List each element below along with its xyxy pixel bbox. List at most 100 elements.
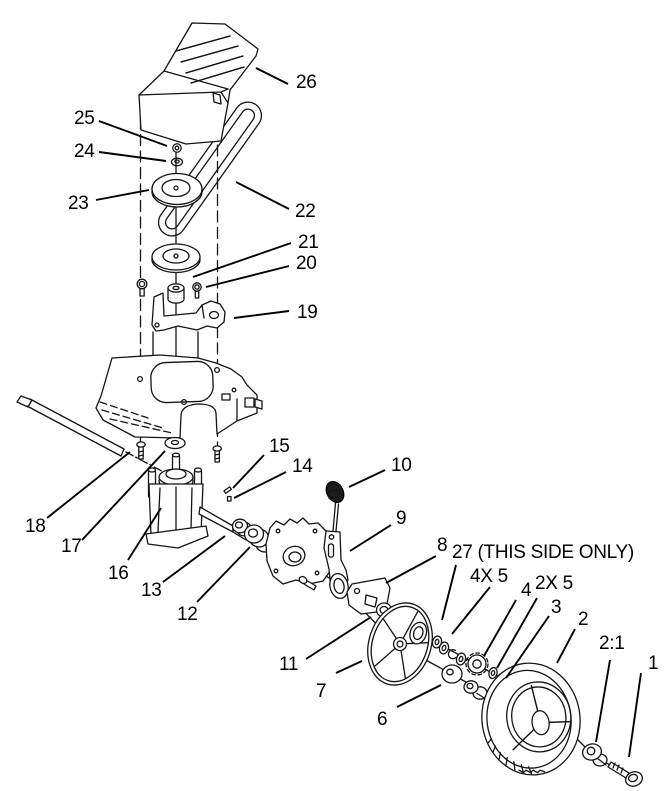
callout-18: 18 (25, 451, 131, 537)
leader-line-16 (127, 507, 162, 561)
callout-label-27-this-side-only: 27 (THIS SIDE ONLY) (452, 542, 634, 563)
callout-label-11: 11 (279, 654, 298, 675)
leader-line-2x-5 (496, 597, 538, 669)
washer-24 (170, 157, 184, 167)
shoulder-bolt (607, 761, 643, 787)
upper-pulley (151, 172, 203, 208)
callout-4x-5: 4X 5 (451, 566, 508, 635)
idler-bracket (151, 292, 226, 332)
bolt-20 (192, 282, 202, 299)
locknut (172, 143, 182, 153)
callout-label-14: 14 (292, 456, 313, 477)
e-clip-a (447, 649, 457, 660)
leader-line-7 (335, 660, 363, 674)
callout-label-6: 6 (377, 709, 387, 730)
callout-label-19: 19 (297, 302, 318, 323)
callout-1: 1 (628, 653, 659, 758)
callout-label-12: 12 (177, 604, 198, 625)
leader-line-13 (162, 535, 226, 583)
washer-17 (164, 436, 186, 450)
washer-5d (488, 666, 498, 680)
callout-label-17: 17 (61, 536, 82, 557)
washer-6 (441, 664, 463, 684)
callout-15: 15 (232, 436, 290, 489)
washer-5c (455, 652, 467, 666)
callout-13: 13 (141, 535, 226, 601)
callout-17: 17 (61, 450, 166, 557)
leader-line-10 (348, 469, 386, 488)
callout-9: 9 (349, 508, 407, 552)
woodruff-key-15 (223, 486, 233, 495)
deck-screw-right (212, 445, 223, 463)
callout-label-2: 2 (578, 609, 588, 630)
belt-cover (138, 22, 259, 145)
leader-line-4 (483, 599, 517, 657)
deck-housing (95, 354, 263, 439)
leader-line-20 (205, 265, 290, 288)
callout-16: 16 (108, 507, 162, 584)
bolt-left-upper (136, 278, 148, 297)
height-lever-knob (325, 480, 345, 504)
leader-line-23 (95, 189, 150, 201)
callout-label-2-1: 2:1 (599, 633, 625, 654)
callout-label-15: 15 (269, 436, 290, 457)
gearbox (145, 452, 248, 549)
callout-label-16: 16 (108, 563, 129, 584)
leader-line-18 (46, 451, 131, 519)
spacer (167, 283, 185, 304)
callout-label-1: 1 (648, 653, 658, 674)
wheel-gear (367, 602, 433, 686)
leader-line-1 (628, 672, 642, 758)
cover-screw (298, 575, 317, 591)
pinion-gear (465, 652, 489, 676)
callout-label-4: 4 (521, 580, 532, 601)
leader-line-9 (349, 524, 392, 552)
leader-line-21 (192, 242, 292, 278)
callout-27-this-side-only: 27 (THIS SIDE ONLY) (441, 542, 634, 621)
callout-2-1: 2:1 (595, 633, 625, 743)
callout-label-26: 26 (296, 72, 317, 93)
callout-8: 8 (385, 535, 448, 584)
leader-line-4x-5 (451, 586, 491, 635)
leader-line-19 (233, 310, 290, 319)
callout-label-13: 13 (141, 580, 162, 601)
leader-line-24 (98, 151, 167, 162)
callout-23: 23 (68, 189, 150, 214)
callout-6: 6 (377, 684, 442, 730)
leader-line-12 (196, 546, 251, 603)
callout-label-24: 24 (74, 141, 95, 162)
leader-line-22 (235, 181, 290, 210)
leader-line-14 (233, 471, 287, 499)
gearcase-cover-plate (265, 517, 332, 585)
callout-26: 26 (255, 67, 317, 93)
callout-label-22: 22 (295, 201, 316, 222)
diagram-art (16, 22, 643, 787)
callout-7: 7 (316, 660, 363, 702)
callout-3: 3 (505, 597, 562, 679)
callout-label-10: 10 (391, 455, 412, 476)
leader-line-3 (505, 615, 550, 679)
callout-24: 24 (74, 141, 167, 162)
leader-line-6 (396, 684, 442, 708)
callout-14: 14 (233, 456, 314, 499)
leader-line-27-this-side-only (441, 564, 457, 621)
callout-label-23: 23 (68, 193, 89, 214)
leader-line-11 (305, 616, 372, 660)
callout-12: 12 (177, 546, 251, 625)
callout-label-9: 9 (396, 508, 406, 529)
drive-belt (157, 101, 263, 237)
callout-4: 4 (483, 580, 532, 657)
leader-line-17 (81, 450, 166, 541)
rear-wheel (481, 662, 581, 776)
callout-label-7: 7 (316, 681, 326, 702)
callout-label-20: 20 (296, 253, 317, 274)
callout-11: 11 (279, 616, 372, 675)
wheel-bushing (581, 743, 608, 767)
callout-25: 25 (74, 108, 168, 147)
callout-label-21: 21 (298, 232, 319, 253)
key-14 (226, 495, 232, 502)
cover-vents (175, 35, 245, 84)
leader-line-15 (232, 454, 265, 489)
